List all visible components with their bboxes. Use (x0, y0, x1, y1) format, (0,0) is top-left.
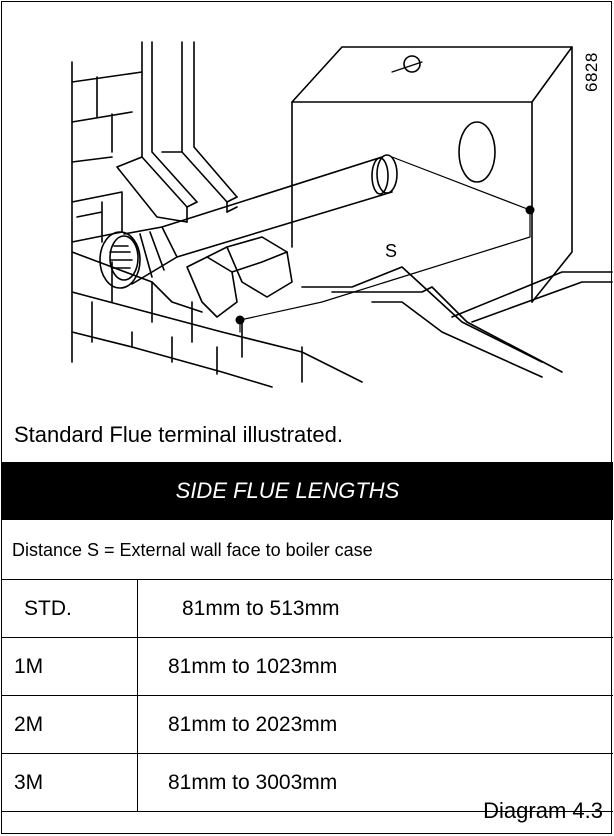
floor-lines (301, 266, 613, 378)
figure-code: 6828 (582, 52, 601, 92)
wall-blocks (186, 236, 293, 318)
table-row: 2M 81mm to 2023mm (2, 695, 613, 754)
flue-length-table: STD. 81mm to 513mm 1M 81mm to 1023mm 2M … (2, 580, 613, 812)
boiler-case (291, 46, 573, 303)
table-row: STD. 81mm to 513mm (2, 580, 613, 638)
caption: Standard Flue terminal illustrated. (14, 422, 343, 447)
table-subtitle: Distance S = External wall face to boile… (2, 520, 613, 580)
table-row: 3M 81mm to 3003mm (2, 753, 613, 812)
flue-type: 2M (2, 695, 138, 754)
flue-illustration: S (71, 41, 613, 388)
flue-type: STD. (2, 580, 138, 638)
dimension-point (525, 205, 535, 215)
flue-pipe (161, 154, 398, 258)
flue-range: 81mm to 3003mm (137, 753, 613, 812)
vertical-ducts (116, 41, 238, 223)
flue-type: 1M (2, 637, 138, 696)
dimension-point (235, 315, 245, 325)
flue-range: 81mm to 1023mm (137, 637, 613, 696)
flue-range: 81mm to 513mm (137, 580, 613, 638)
brick-wall (71, 61, 363, 388)
flue-range: 81mm to 2023mm (137, 695, 613, 754)
flue-type: 3M (2, 753, 138, 812)
diagram-number: Diagram 4.3 (483, 798, 603, 823)
table-row: 1M 81mm to 1023mm (2, 637, 613, 696)
table-title: SIDE FLUE LENGTHS (2, 462, 613, 520)
dimension-s-label: S (385, 241, 397, 261)
flue-terminal (99, 226, 178, 289)
